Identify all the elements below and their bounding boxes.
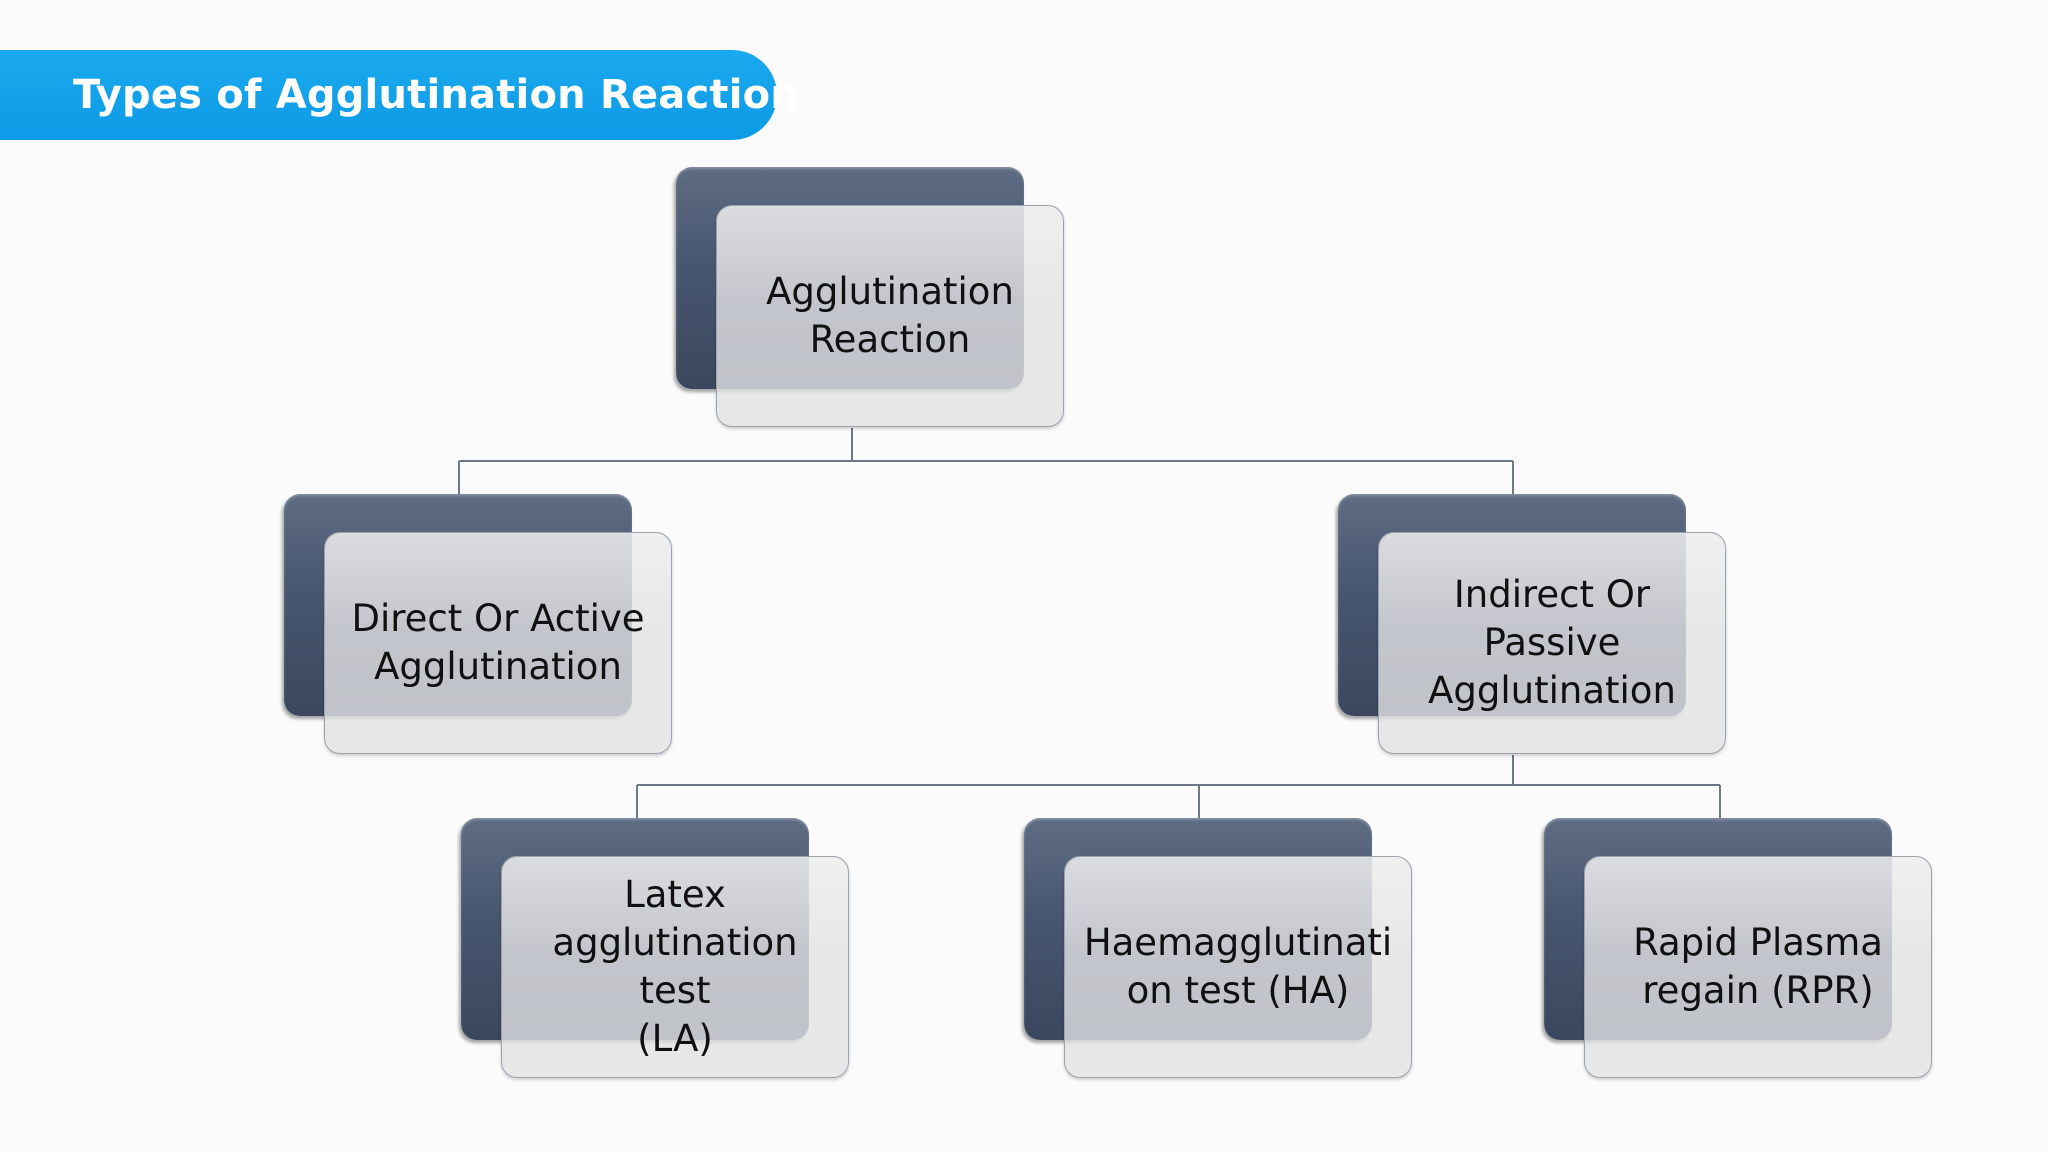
node-label: Agglutination Reaction <box>766 270 1014 361</box>
node-agglutination-reaction: Agglutination Reaction <box>676 167 1064 427</box>
node-indirect-agglutination: Indirect Or Passive Agglutination <box>1338 494 1726 754</box>
node-label: Latex agglutination test (LA) <box>552 873 798 1060</box>
node-front-panel: Latex agglutination test (LA) <box>501 856 849 1078</box>
slide-title: Types of Agglutination Reaction <box>73 72 799 118</box>
node-rapid-plasma-regain: Rapid Plasma regain (RPR) <box>1544 818 1932 1078</box>
node-haemagglutination-test: Haemagglutinati on test (HA) <box>1024 818 1412 1078</box>
title-banner <box>0 50 777 140</box>
node-label: Rapid Plasma regain (RPR) <box>1633 921 1883 1012</box>
node-front-panel: Indirect Or Passive Agglutination <box>1378 532 1726 754</box>
node-latex-agglutination-test: Latex agglutination test (LA) <box>461 818 849 1078</box>
node-front-panel: Haemagglutinati on test (HA) <box>1064 856 1412 1078</box>
node-front-panel: Rapid Plasma regain (RPR) <box>1584 856 1932 1078</box>
node-front-panel: Direct Or Active Agglutination <box>324 532 672 754</box>
node-label: Haemagglutinati on test (HA) <box>1083 921 1393 1012</box>
node-label: Direct Or Active Agglutination <box>351 597 645 688</box>
node-label: Indirect Or Passive Agglutination <box>1428 573 1676 712</box>
node-front-panel: Agglutination Reaction <box>716 205 1064 427</box>
node-direct-agglutination: Direct Or Active Agglutination <box>284 494 672 754</box>
